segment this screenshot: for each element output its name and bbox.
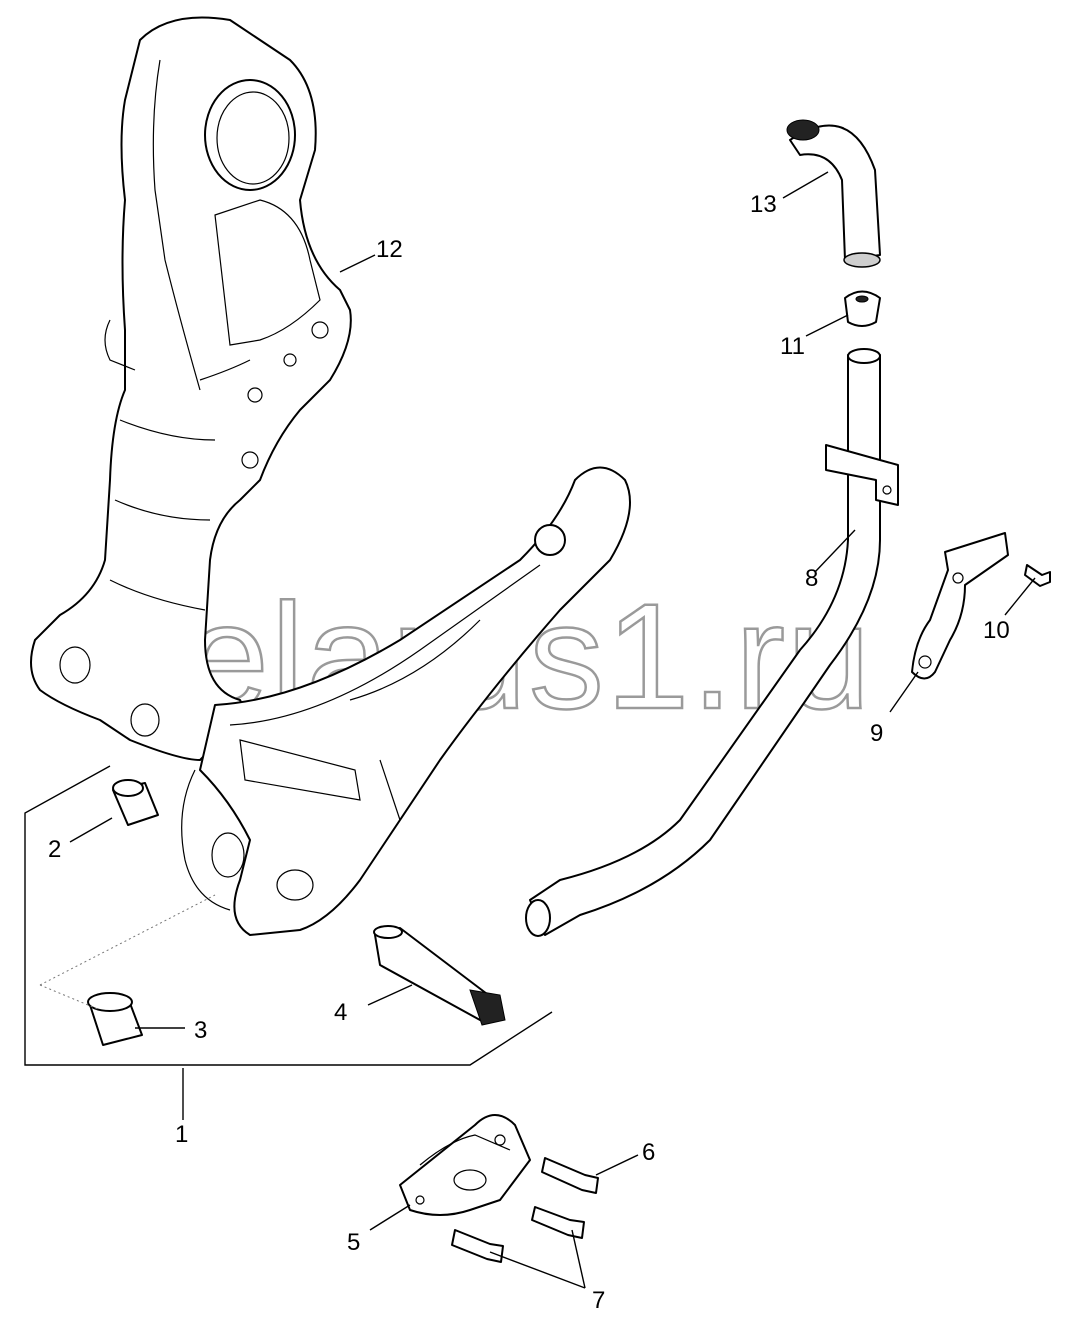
callout-11: 11 [780, 333, 805, 360]
callout-3: 3 [194, 1017, 207, 1044]
callout-2: 2 [48, 836, 61, 863]
cap [844, 290, 881, 327]
tube [525, 348, 899, 937]
assembly-axis [39, 894, 216, 1011]
bolt-small [1024, 564, 1051, 587]
callout-4: 4 [334, 999, 347, 1026]
callout-13: 13 [750, 191, 777, 218]
callout-8: 8 [805, 565, 818, 592]
bolt-7a [531, 1206, 585, 1239]
bushing-flanged [87, 992, 143, 1046]
bolt-7b [451, 1229, 504, 1263]
bushing-upper [112, 779, 159, 826]
elbow-hose [786, 119, 881, 268]
leader-lines [69, 171, 1036, 1289]
callout-7: 7 [592, 1287, 605, 1314]
bolt-6 [541, 1157, 599, 1194]
callout-9: 9 [870, 720, 883, 747]
callout-6: 6 [642, 1139, 655, 1166]
callout-1: 1 [175, 1121, 188, 1148]
callout-5: 5 [347, 1229, 360, 1256]
callout-12: 12 [376, 236, 403, 263]
callout-10: 10 [983, 617, 1010, 644]
assembly-bracket [24, 765, 553, 1066]
hook-bracket [399, 1114, 531, 1216]
link-arm [30, 16, 352, 761]
lower-link [181, 466, 631, 936]
pin [373, 925, 506, 1026]
bracket [911, 532, 1009, 680]
callouts: 1 2 3 4 5 6 7 8 9 10 11 12 13 [48, 191, 1010, 1314]
